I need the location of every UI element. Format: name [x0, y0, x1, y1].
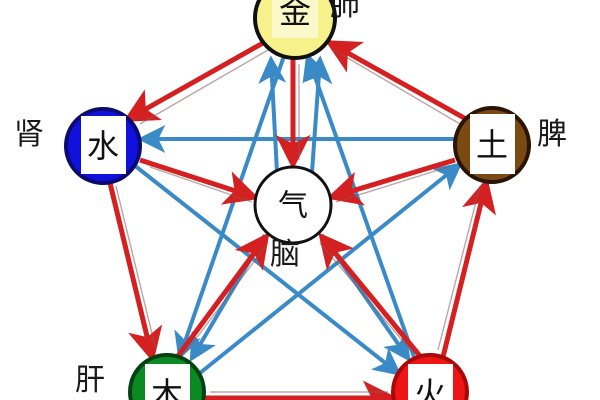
node-qi[interactable]: 气	[253, 165, 333, 245]
node-metal[interactable]: 金	[253, 0, 337, 60]
edge-water-to-wood	[107, 182, 163, 363]
node-fire[interactable]: 火	[391, 353, 469, 400]
arrow-accent-strokes	[115, 49, 481, 393]
edge-metal-to-wood	[174, 55, 286, 361]
generating-cycle-group	[107, 40, 496, 400]
wood-glyph-box	[145, 364, 190, 400]
qi-circle	[253, 165, 333, 245]
fire-to-center-red	[318, 232, 422, 358]
center-inbound-group	[139, 58, 456, 358]
node-water[interactable]: 水	[64, 107, 142, 185]
earth-glyph-box	[470, 114, 515, 174]
center-to-metal-blue-2	[304, 55, 333, 173]
earth-to-center-red	[326, 157, 456, 206]
metal-glyph: 金	[279, 0, 311, 31]
organ-label-brain: 脑	[270, 237, 300, 272]
organ-label-liver: 肝	[75, 363, 105, 398]
wood-to-center-red	[175, 232, 270, 358]
edge-fire-to-metal	[302, 52, 416, 358]
water-to-center-red	[139, 157, 260, 205]
organ-label-kidney: 肾	[14, 117, 44, 152]
fire-glyph-box	[408, 364, 453, 400]
organ-label-spleen: 脾	[537, 117, 567, 152]
earth-glyph: 土	[476, 126, 508, 164]
organ-label-lung: 肺	[330, 0, 360, 23]
water-glyph: 水	[87, 127, 119, 165]
fire-glyph: 火	[414, 375, 446, 400]
node-wood[interactable]: 木	[128, 353, 206, 400]
edge-fire-to-earth	[440, 177, 496, 358]
edge-earth-to-metal	[324, 40, 468, 122]
node-earth[interactable]: 土	[453, 106, 531, 184]
qi-glyph: 气	[278, 189, 308, 224]
edge-metal-to-water	[122, 40, 265, 122]
water-glyph-box	[81, 116, 126, 174]
wood-glyph: 木	[151, 375, 183, 400]
metal-glyph-box	[272, 0, 318, 38]
